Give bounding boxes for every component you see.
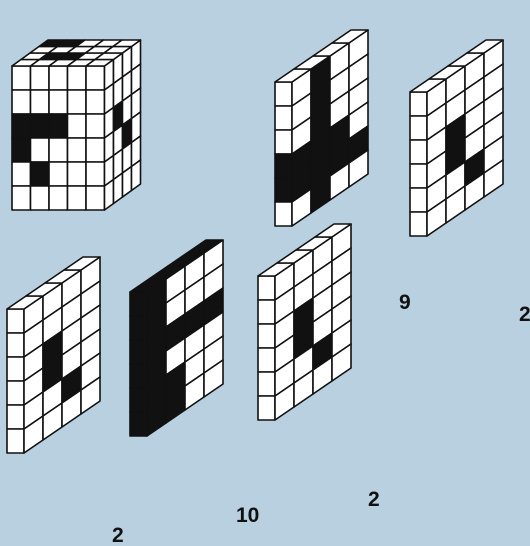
front-cell <box>410 188 427 212</box>
label-slab-top-right: 2 <box>519 303 530 326</box>
front-cell <box>7 357 24 381</box>
front-cell <box>130 340 147 364</box>
front-cell <box>12 90 31 114</box>
front-cell <box>86 162 105 186</box>
front-cell <box>7 333 24 357</box>
front-cell <box>31 162 50 186</box>
front-cell <box>49 114 68 138</box>
front-cell <box>68 114 87 138</box>
label-slab-cross-tall: 10 <box>236 504 259 527</box>
side-cell <box>132 160 141 191</box>
front-cell <box>86 66 105 90</box>
front-cell <box>86 186 105 210</box>
front-cell <box>86 114 105 138</box>
front-cell <box>258 396 275 420</box>
front-cell <box>12 66 31 90</box>
front-cell <box>7 429 24 453</box>
front-cell <box>410 212 427 236</box>
front-cell <box>68 66 87 90</box>
front-cell <box>68 90 87 114</box>
front-cell <box>258 276 275 300</box>
front-cell <box>49 186 68 210</box>
front-cell <box>7 309 24 333</box>
front-cell <box>410 92 427 116</box>
front-cell <box>258 348 275 372</box>
front-cell <box>258 372 275 396</box>
front-cell <box>31 66 50 90</box>
front-cell <box>130 292 147 316</box>
front-cell <box>12 114 31 138</box>
front-cell <box>49 66 68 90</box>
side-cell <box>123 167 132 198</box>
front-cell <box>49 162 68 186</box>
front-cell <box>12 186 31 210</box>
front-cell <box>275 178 292 202</box>
large-block <box>12 40 141 210</box>
front-cell <box>31 138 50 162</box>
label-slab-cross: 9 <box>399 291 411 314</box>
front-cell <box>7 381 24 405</box>
front-cell <box>130 364 147 388</box>
front-cell <box>410 140 427 164</box>
front-cell <box>130 316 147 340</box>
front-cell <box>275 154 292 178</box>
label-slab-bottom-left: 2 <box>112 524 124 546</box>
side-cell <box>105 180 114 211</box>
front-cell <box>86 90 105 114</box>
front-cell <box>130 388 147 412</box>
front-cell <box>68 162 87 186</box>
front-cell <box>410 116 427 140</box>
front-cell <box>12 162 31 186</box>
front-cell <box>275 130 292 154</box>
front-cell <box>130 412 147 436</box>
front-cell <box>258 300 275 324</box>
side-cell <box>114 173 123 204</box>
front-cell <box>275 106 292 130</box>
front-cell <box>31 114 50 138</box>
front-cell <box>31 90 50 114</box>
front-cell <box>49 138 68 162</box>
front-cell <box>258 324 275 348</box>
front-cell <box>275 202 292 226</box>
front-cell <box>7 405 24 429</box>
front-cell <box>68 138 87 162</box>
front-cell <box>31 186 50 210</box>
front-cell <box>86 138 105 162</box>
label-slab-bottom-right: 2 <box>368 488 380 511</box>
front-cell <box>275 82 292 106</box>
front-cell <box>12 138 31 162</box>
front-cell <box>410 164 427 188</box>
front-cell <box>68 186 87 210</box>
front-cell <box>49 90 68 114</box>
